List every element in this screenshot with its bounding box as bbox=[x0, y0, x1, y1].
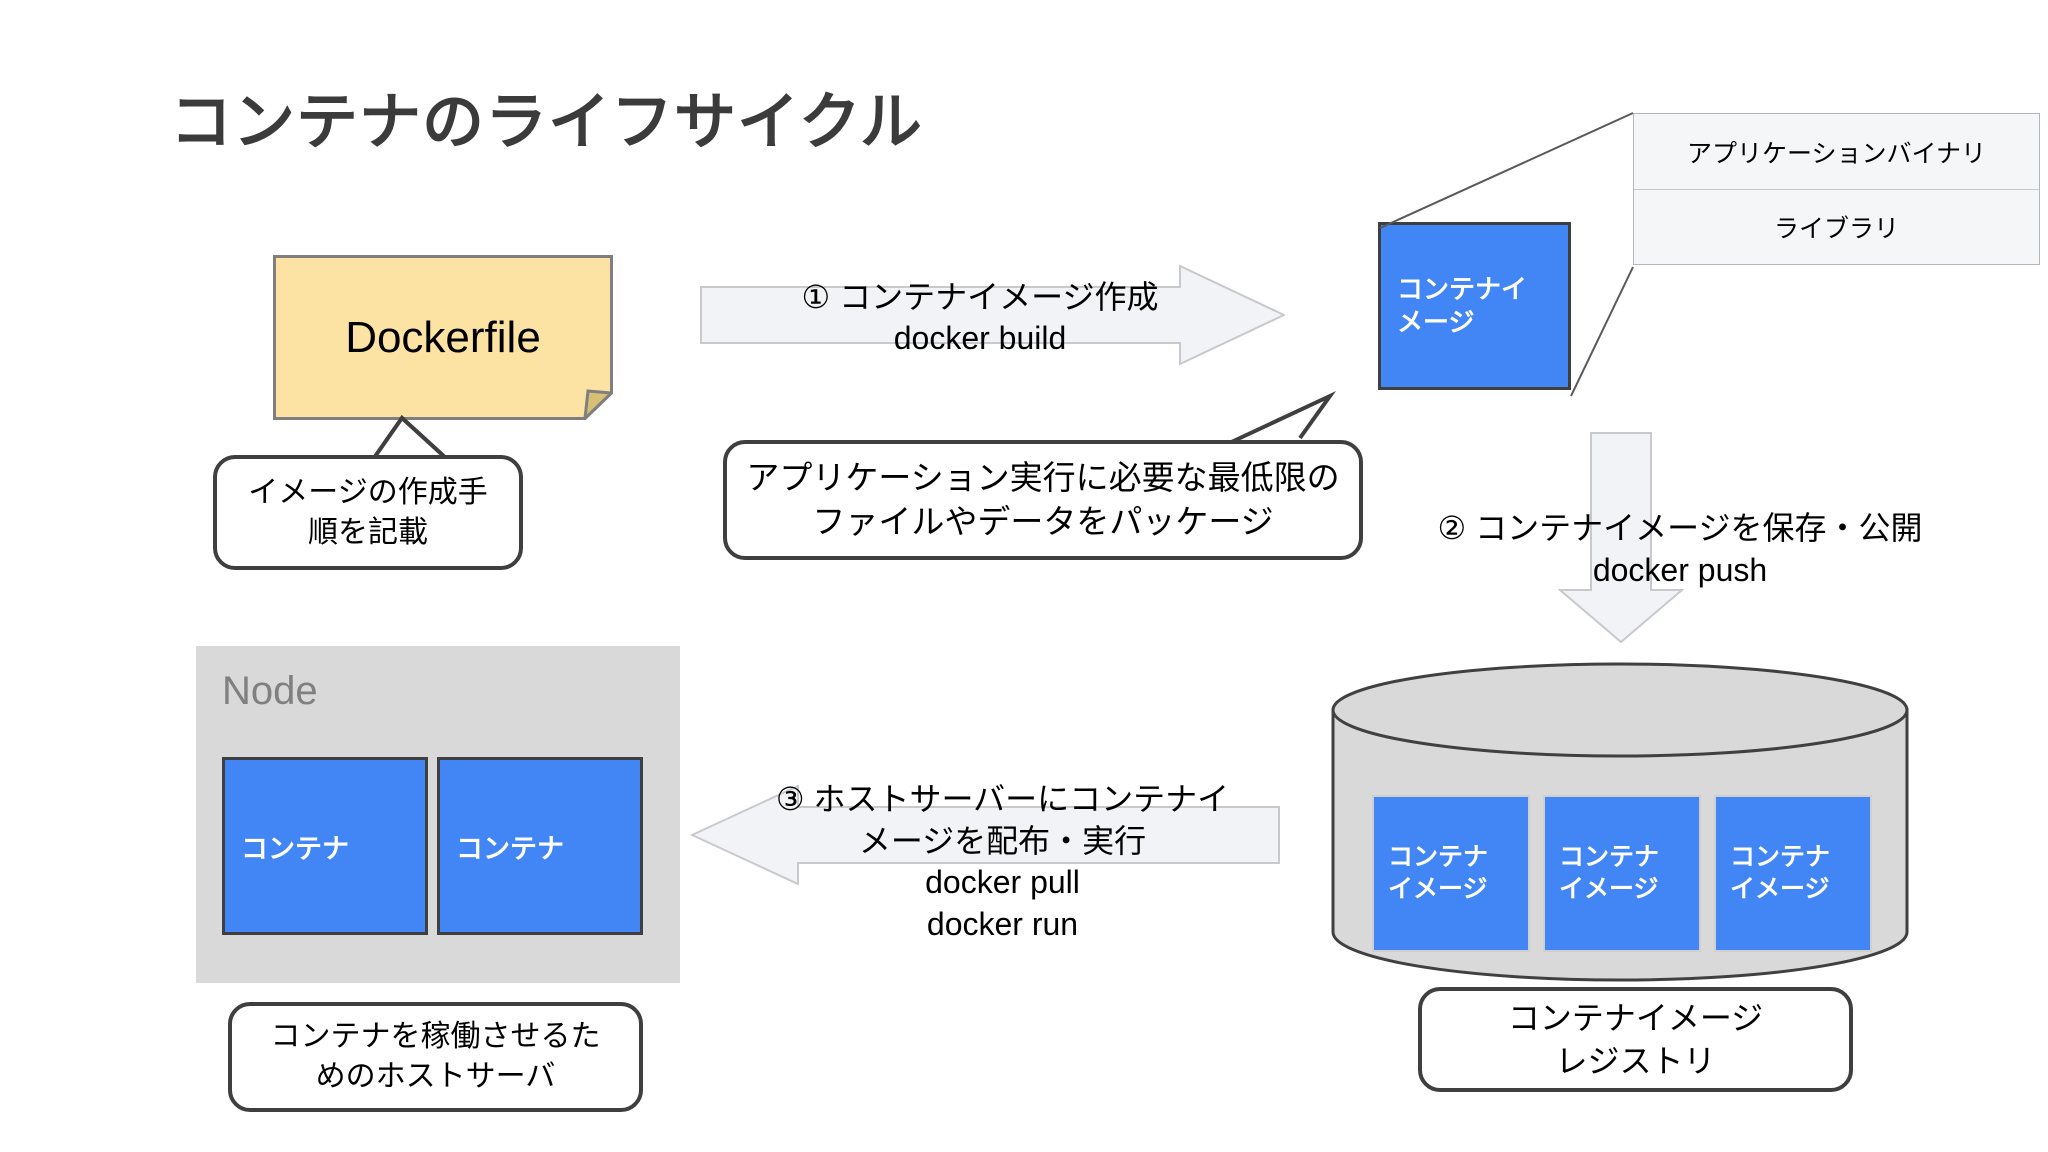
registry-image-3-line1: コンテナ bbox=[1730, 843, 1831, 871]
container-image-note-line2: ファイルやデータをパッケージ bbox=[812, 503, 1274, 540]
node-container-2: コンテナ bbox=[437, 757, 643, 935]
container-image-box-line1: コンテナイ bbox=[1397, 274, 1528, 305]
table-row: アプリケーションバイナリ bbox=[1686, 139, 1986, 168]
node-note-line2: めのホストサーバ bbox=[315, 1060, 556, 1093]
arrow-step-2-label: ② コンテナイメージを保存・公開 docker push bbox=[1400, 505, 1960, 595]
arrow-step-3-line1: ③ ホストサーバーにコンテナイ bbox=[775, 781, 1230, 817]
container-image-box-line2: メージ bbox=[1397, 307, 1475, 337]
node-container-1: コンテナ bbox=[222, 757, 428, 935]
arrow-step-1-line1: ① コンテナイメージ作成 bbox=[801, 279, 1159, 316]
dockerfile-note-line2: 順を記載 bbox=[308, 515, 428, 549]
arrow-step-2-line2: docker push bbox=[1592, 552, 1768, 588]
container-image-note-tail bbox=[1209, 390, 1337, 454]
node-label: Node bbox=[222, 669, 318, 713]
registry-image-1-line1: コンテナ bbox=[1388, 843, 1489, 871]
arrow-step-3-label: ③ ホストサーバーにコンテナイ メージを配布・実行 docker pull do… bbox=[730, 779, 1275, 949]
registry-label: コンテナイメージ レジストリ bbox=[1418, 987, 1853, 1092]
container-image-box: コンテナイ メージ bbox=[1378, 222, 1571, 390]
callout-leader-lines bbox=[1379, 112, 1634, 397]
dockerfile-label: Dockerfile bbox=[345, 312, 541, 362]
container-image-contents-table: アプリケーションバイナリ ライブラリ bbox=[1633, 113, 2040, 265]
node-note-line1: コンテナを稼働させるた bbox=[270, 1020, 601, 1054]
arrow-step-1 bbox=[700, 265, 1285, 365]
registry-image-2: コンテナ イメージ bbox=[1543, 795, 1701, 952]
arrow-step-3-line2: メージを配布・実行 bbox=[858, 822, 1147, 859]
registry-image-1-line2: イメージ bbox=[1388, 874, 1488, 903]
registry-label-line1: コンテナイメージ bbox=[1507, 1000, 1764, 1037]
arrow-step-1-label: ① コンテナイメージ作成 docker build bbox=[700, 268, 1260, 368]
table-row: ライブラリ bbox=[1634, 189, 2039, 264]
arrow-step-3-line3: docker pull bbox=[925, 864, 1080, 901]
dockerfile-note: イメージの作成手 順を記載 bbox=[213, 455, 523, 570]
registry-image-2-line1: コンテナ bbox=[1559, 843, 1660, 871]
dockerfile-shape bbox=[273, 255, 613, 420]
arrow-step-3-line4: docker run bbox=[926, 905, 1079, 942]
registry-image-3: コンテナ イメージ bbox=[1714, 795, 1872, 952]
arrow-step-2-line1: ② コンテナイメージを保存・公開 bbox=[1437, 510, 1923, 547]
arrow-step-2 bbox=[1558, 432, 1684, 644]
container-image-note-line1: アプリケーション実行に必要な最低限の bbox=[746, 459, 1340, 497]
arrow-step-1-line2: docker build bbox=[893, 320, 1067, 356]
registry-image-3-line2: イメージ bbox=[1730, 874, 1830, 903]
registry-image-2-line2: イメージ bbox=[1559, 874, 1659, 903]
page-title: コンテナのライフサイクル bbox=[170, 88, 923, 157]
arrow-step-3 bbox=[690, 785, 1280, 885]
dockerfile-note-line1: イメージの作成手 bbox=[248, 475, 488, 509]
registry-image-1: コンテナ イメージ bbox=[1372, 795, 1530, 952]
container-image-note: アプリケーション実行に必要な最低限の ファイルやデータをパッケージ bbox=[723, 440, 1363, 560]
registry-label-line2: レジストリ bbox=[1555, 1042, 1716, 1079]
node-note: コンテナを稼働させるた めのホストサーバ bbox=[228, 1002, 643, 1112]
